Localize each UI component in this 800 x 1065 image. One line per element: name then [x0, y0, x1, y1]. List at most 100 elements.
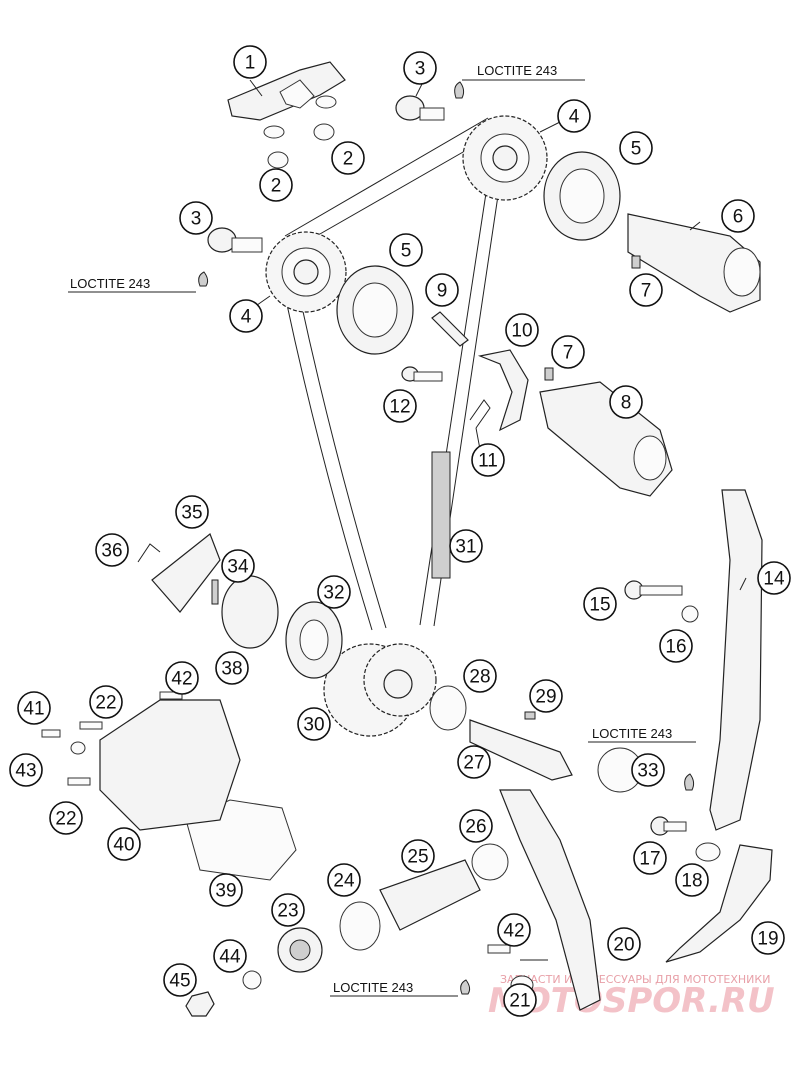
callout-c5a[interactable]: 5: [619, 131, 653, 165]
callout-c38[interactable]: 38: [215, 651, 249, 685]
callout-c40[interactable]: 40: [107, 827, 141, 861]
callout-c11[interactable]: 11: [471, 443, 505, 477]
callout-circle: [675, 863, 709, 897]
callout-number: 14: [763, 569, 785, 590]
callout-c3a[interactable]: 3: [403, 51, 437, 85]
callout-number: 1: [245, 53, 256, 74]
part-5-bearing-left: [336, 265, 414, 355]
loctite-label-right: LOCTITE 243: [592, 726, 672, 741]
part-18-sleeve: [695, 842, 721, 862]
callout-c9[interactable]: 9: [425, 273, 459, 307]
part-28-washer: [429, 685, 467, 731]
callout-number: 43: [15, 761, 36, 782]
callout-c35[interactable]: 35: [175, 495, 209, 529]
callout-c6[interactable]: 6: [721, 199, 755, 233]
callout-c18[interactable]: 18: [675, 863, 709, 897]
callout-c14[interactable]: 14: [757, 561, 791, 595]
callout-c25[interactable]: 25: [401, 839, 435, 873]
callout-c31[interactable]: 31: [449, 529, 483, 563]
callout-c12[interactable]: 12: [383, 389, 417, 423]
callout-c45[interactable]: 45: [163, 963, 197, 997]
callout-c7a[interactable]: 7: [629, 273, 663, 307]
callout-c17[interactable]: 17: [633, 841, 667, 875]
callout-c7b[interactable]: 7: [551, 335, 585, 369]
callout-number: 7: [563, 343, 574, 364]
callout-number: 36: [101, 541, 122, 562]
loctite-label-left: LOCTITE 243: [70, 276, 150, 291]
part-4-sprocket-top: [462, 115, 548, 201]
callout-c32[interactable]: 32: [317, 575, 351, 609]
part-1-guide-rail: [227, 61, 346, 139]
callout-c8[interactable]: 8: [609, 385, 643, 419]
callout-c41[interactable]: 41: [17, 691, 51, 725]
callout-number: 24: [333, 871, 355, 892]
callout-c29[interactable]: 29: [529, 679, 563, 713]
chain-segment-31: [431, 451, 451, 579]
callout-c1[interactable]: 1: [233, 45, 267, 79]
callout-c21[interactable]: 21: [503, 983, 537, 1017]
callout-c5b[interactable]: 5: [389, 233, 423, 267]
callout-circle: [175, 495, 209, 529]
callout-number: 23: [277, 901, 298, 922]
part-20-tensioner-arm: [499, 789, 601, 1011]
loctite-top: LOCTITE 243: [454, 63, 585, 99]
callout-c15[interactable]: 15: [583, 587, 617, 621]
callout-c16[interactable]: 16: [659, 629, 693, 663]
callout-circle: [449, 529, 483, 563]
callout-c39[interactable]: 39: [209, 873, 243, 907]
callout-circle: [271, 893, 305, 927]
callout-c33[interactable]: 33: [631, 753, 665, 787]
callout-c26[interactable]: 26: [459, 809, 493, 843]
callout-circle: [95, 533, 129, 567]
callout-c2b[interactable]: 2: [259, 168, 293, 202]
callout-c42b[interactable]: 42: [497, 913, 531, 947]
callout-c28[interactable]: 28: [463, 659, 497, 693]
callout-c36[interactable]: 36: [95, 533, 129, 567]
callout-number: 16: [665, 637, 686, 658]
callout-c23[interactable]: 23: [271, 893, 305, 927]
loctite-drop-top: [454, 81, 465, 99]
callout-c2a[interactable]: 2: [331, 141, 365, 175]
callout-c22b[interactable]: 22: [49, 801, 83, 835]
callout-c42a[interactable]: 42: [165, 661, 199, 695]
callout-c19[interactable]: 19: [751, 921, 785, 955]
callout-c43[interactable]: 43: [9, 753, 43, 787]
callout-c4a[interactable]: 4: [557, 99, 591, 133]
callout-c27[interactable]: 27: [457, 745, 491, 779]
part-32-bearing: [285, 601, 343, 679]
callout-number: 32: [323, 583, 344, 604]
callout-circle: [327, 863, 361, 897]
callout-c22a[interactable]: 22: [89, 685, 123, 719]
callout-number: 29: [535, 687, 556, 708]
part-3-bolt-left: [207, 227, 263, 253]
callout-circle: [209, 873, 243, 907]
callout-circle: [457, 745, 491, 779]
part-16-washer: [681, 605, 699, 623]
callout-number: 34: [227, 557, 249, 578]
callout-circle: [297, 707, 331, 741]
callout-number: 44: [219, 947, 241, 968]
callout-circle: [165, 661, 199, 695]
callout-number: 12: [389, 397, 410, 418]
callout-number: 5: [401, 241, 412, 262]
part-22-bolt-bottom: [67, 777, 91, 786]
loctite-drop-left: [198, 271, 209, 287]
callout-number: 41: [23, 699, 44, 720]
callout-c30[interactable]: 30: [297, 707, 331, 741]
callout-circle: [505, 313, 539, 347]
part-3-bolt-top: [395, 95, 445, 121]
callout-c10[interactable]: 10: [505, 313, 539, 347]
callout-c20[interactable]: 20: [607, 927, 641, 961]
part-40-pump-cover: [99, 699, 241, 831]
callout-c24[interactable]: 24: [327, 863, 361, 897]
callout-c3b[interactable]: 3: [179, 201, 213, 235]
part-45-nut: [185, 991, 215, 1017]
callout-circle: [215, 651, 249, 685]
callout-c34[interactable]: 34: [221, 549, 255, 583]
loctite-left: LOCTITE 243: [68, 271, 209, 293]
part-17-bolt: [650, 816, 687, 836]
callout-c4b[interactable]: 4: [229, 299, 263, 333]
timing-chain: [284, 117, 501, 631]
callout-c44[interactable]: 44: [213, 939, 247, 973]
callout-circle: [213, 939, 247, 973]
